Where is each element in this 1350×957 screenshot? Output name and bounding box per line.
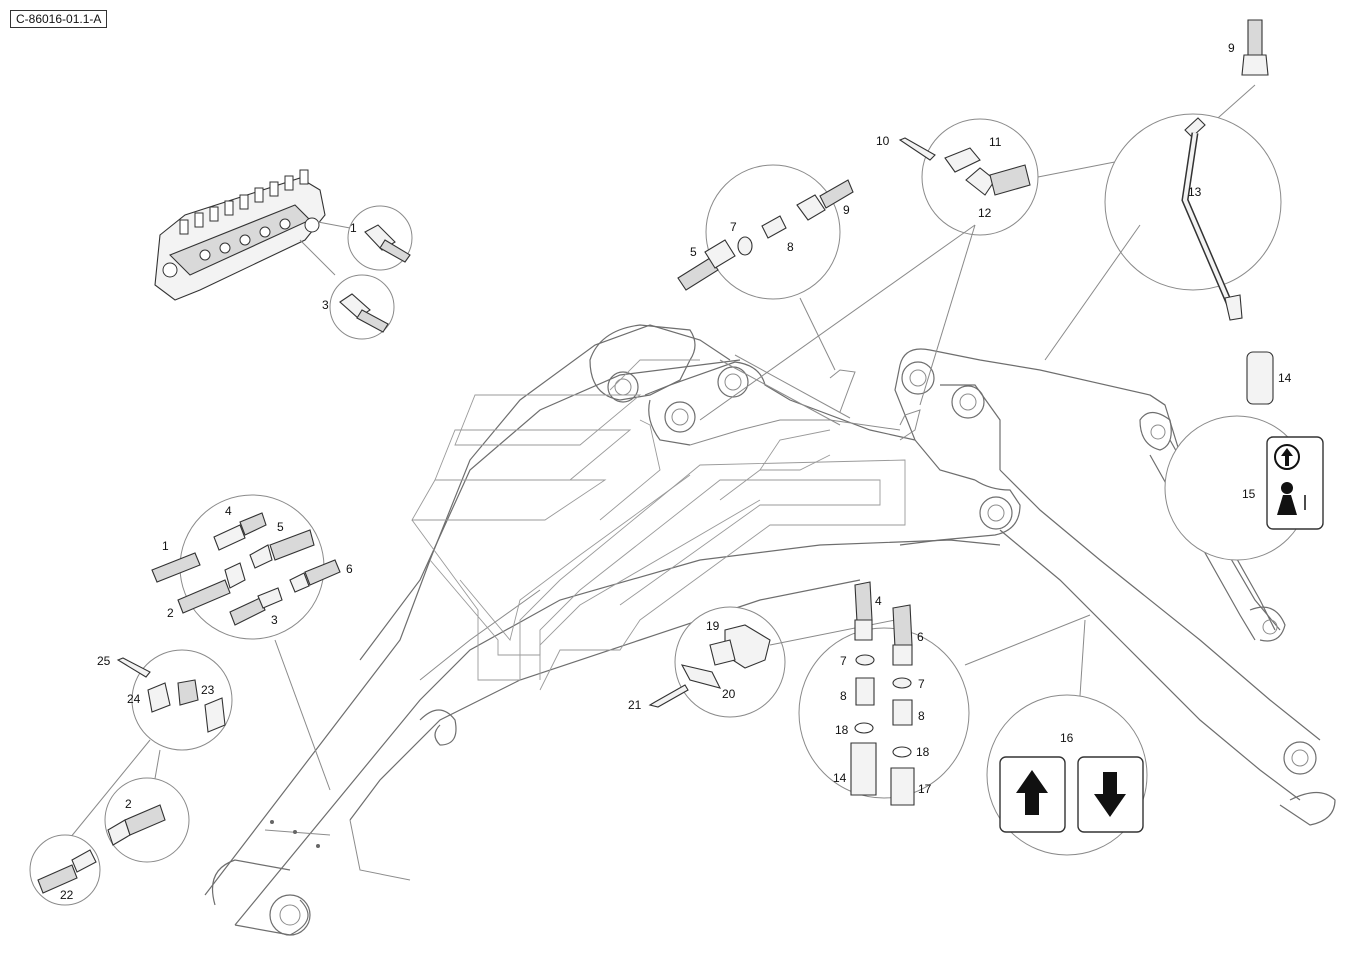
- callout-pipe-9: 9: [1228, 41, 1235, 55]
- callout-22: 22: [60, 888, 74, 902]
- callout-23: 23: [201, 683, 215, 697]
- left-clamp-detail: 25 24 23: [69, 649, 233, 839]
- callout-left-6: 6: [346, 562, 353, 576]
- arrow-up-icon: [1274, 444, 1300, 470]
- callout-left-2: 2: [167, 606, 174, 620]
- callout-13: 13: [1188, 185, 1202, 199]
- hose-routing-lines: [411, 359, 906, 691]
- callout-21: 21: [628, 698, 642, 712]
- callout-20: 20: [722, 687, 736, 701]
- control-valve-assembly: [154, 169, 351, 301]
- callout-r-7a: 7: [840, 654, 847, 668]
- pipe-detail: 9 13 14: [1044, 19, 1292, 405]
- decal-15-detail: 15: [1164, 415, 1324, 561]
- callout-19: 19: [706, 619, 720, 633]
- callout-pipe-14: 14: [1278, 371, 1292, 385]
- callout-8: 8: [787, 240, 794, 254]
- callout-left-5: 5: [277, 520, 284, 534]
- valve-fitting-detail-3: 3: [322, 274, 395, 340]
- arrow-up-icon: [1016, 770, 1048, 815]
- arrow-down-icon: [1094, 772, 1126, 817]
- callout-9: 9: [843, 203, 850, 217]
- callout-left-4: 4: [225, 504, 232, 518]
- top-fittings-detail: 5 7 8 9: [677, 164, 854, 371]
- callout-r-18a: 18: [835, 723, 849, 737]
- callout-10: 10: [876, 134, 890, 148]
- mid-clamp-detail: 19 20 21: [628, 606, 896, 718]
- callout-16: 16: [1060, 731, 1074, 745]
- callout-7: 7: [730, 220, 737, 234]
- callout-bl-2: 2: [125, 797, 132, 811]
- callout-11: 11: [989, 135, 1002, 149]
- right-center-fittings-detail: 4 6 7 7 8 8 18 18 14 17: [798, 581, 1091, 806]
- callout-1: 1: [350, 221, 357, 235]
- callout-r-4: 4: [875, 594, 882, 608]
- reference-code: C-86016-01.1-A: [10, 10, 108, 28]
- callout-25: 25: [97, 654, 111, 668]
- callout-12: 12: [978, 206, 992, 220]
- lever-icon: [1277, 482, 1306, 515]
- callout-r-7b: 7: [918, 677, 925, 691]
- callout-left-1: 1: [162, 539, 169, 553]
- callout-3: 3: [322, 298, 329, 312]
- callout-r-17: 17: [918, 782, 932, 796]
- callout-r-6: 6: [917, 630, 924, 644]
- decal-16-detail: 16: [986, 619, 1148, 856]
- callout-r-8b: 8: [918, 709, 925, 723]
- callout-left-3: 3: [271, 613, 278, 627]
- bottom-left-fittings: 2 22: [29, 777, 190, 906]
- left-fittings-detail: 4 5 1 6 2 3: [151, 494, 353, 791]
- backhoe-arm-outline: [204, 324, 1336, 936]
- callout-r-18b: 18: [916, 745, 930, 759]
- clamp-detail-top: 10 11 12: [699, 118, 1126, 421]
- callout-15: 15: [1242, 487, 1256, 501]
- valve-fitting-detail-1: 1: [347, 205, 413, 271]
- callout-24: 24: [127, 692, 141, 706]
- callout-5: 5: [690, 245, 697, 259]
- callout-r-14: 14: [833, 771, 847, 785]
- callout-r-8a: 8: [840, 689, 847, 703]
